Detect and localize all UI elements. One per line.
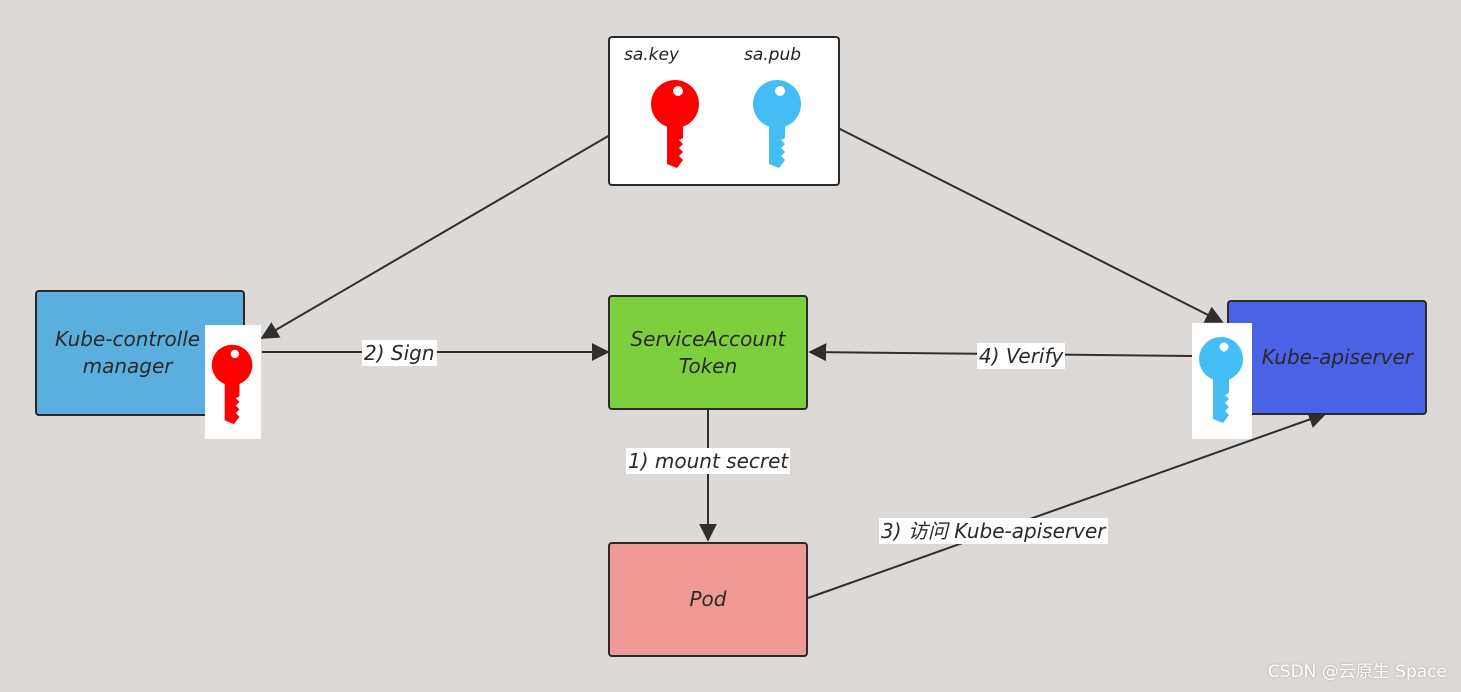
public-key-label: sa.pub: [744, 45, 802, 65]
controller-key-card: [205, 325, 261, 439]
edge-keys-to-controller: [260, 134, 611, 339]
edge-access-apiserver: [807, 410, 1327, 599]
edge-label-verify: 4) Verify: [977, 343, 1066, 369]
public-key-icon: [1199, 337, 1243, 423]
apiserver-key-card: [1192, 323, 1252, 439]
edge-label-access-apiserver: 3) 访问 Kube-apiserver: [879, 518, 1108, 544]
token-label-line2: Token: [678, 353, 738, 378]
controller-label-line1: Kube-controlle: [55, 327, 201, 351]
apiserver-label: Kube-apiserver: [1261, 345, 1413, 369]
private-key-icon: [211, 344, 253, 425]
edge-keys-to-apiserver: [837, 127, 1224, 323]
edge-label-mount-secret: 1) mount secret: [626, 448, 791, 474]
private-key-icon: [651, 80, 699, 168]
controller-label-line2: manager: [82, 354, 173, 378]
public-key-icon: [753, 80, 801, 168]
watermark: CSDN @云原生 Space: [1267, 662, 1447, 682]
token-label-line1: ServiceAccount: [630, 326, 786, 351]
node-kube-apiserver: Kube-apiserver: [1227, 300, 1427, 415]
node-serviceaccount-token: ServiceAccount Token: [608, 295, 808, 410]
private-key-label: sa.key: [624, 45, 680, 65]
edge-label-sign: 2) Sign: [362, 340, 437, 366]
pod-label: Pod: [689, 587, 727, 611]
node-pod: Pod: [608, 542, 808, 657]
keys-box: sa.key sa.pub: [608, 36, 840, 186]
